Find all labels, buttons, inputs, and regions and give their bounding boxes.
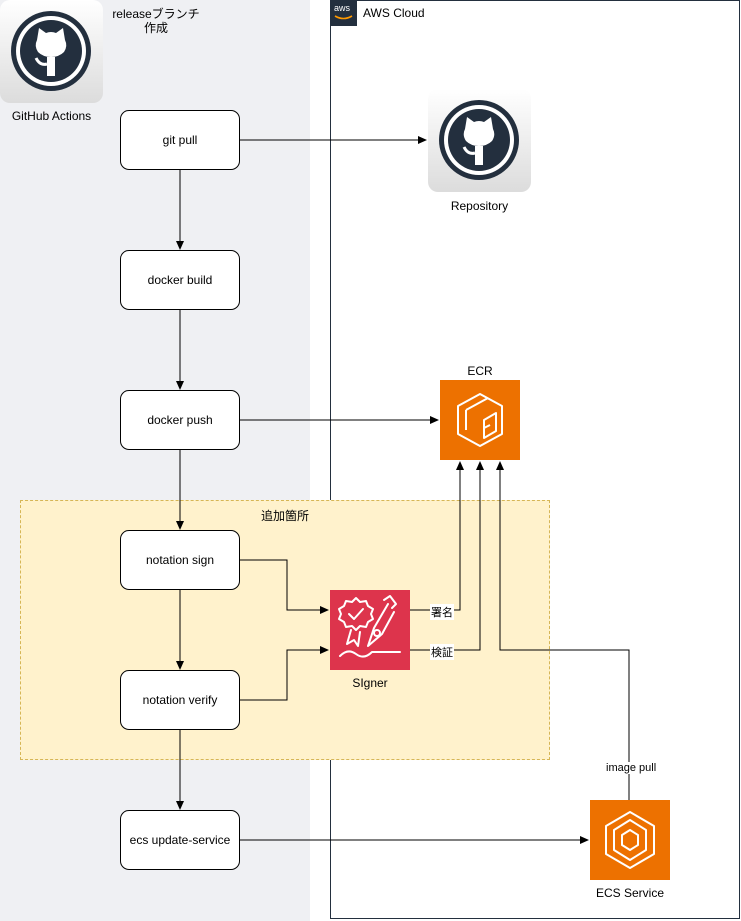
edge-verify-to-signer <box>240 646 329 701</box>
edge-ecs-pull-to-ecr <box>496 461 630 800</box>
ecr-label: ECR <box>467 364 493 378</box>
edge-signer-sign-to-ecr <box>410 461 464 611</box>
lane-title: releaseブランチ 作成 <box>112 7 200 35</box>
repository-label: Repository <box>450 199 509 213</box>
aws-cloud-group <box>330 0 740 919</box>
edge-label-verify: 検証 <box>430 644 454 660</box>
github-actions-icon <box>0 0 103 103</box>
added-section-title: 追加箇所 <box>260 509 309 523</box>
repository-icon <box>428 89 531 192</box>
signer-icon[interactable] <box>330 590 410 670</box>
signer-label: SIgner <box>352 676 388 690</box>
step-notation-verify[interactable]: notation verify <box>120 670 240 730</box>
aws-cloud-title: AWS Cloud <box>363 6 425 20</box>
step-docker-push[interactable]: docker push <box>120 390 240 450</box>
step-notation-sign[interactable]: notation sign <box>120 530 240 590</box>
ecs-icon[interactable] <box>590 800 670 880</box>
edge-signer-verify-to-ecr <box>410 461 484 651</box>
edge-label-sign: 署名 <box>430 604 454 620</box>
step-git-pull[interactable]: git pull <box>120 110 240 170</box>
edge-label-image-pull: image pull <box>605 762 658 774</box>
step-docker-build[interactable]: docker build <box>120 250 240 310</box>
ecs-service-label: ECS Service <box>595 886 665 900</box>
edge-sign-to-signer <box>240 559 329 614</box>
added-section <box>20 500 550 760</box>
github-actions-label: GitHub Actions <box>11 109 92 123</box>
ecr-icon[interactable] <box>440 380 520 460</box>
aws-logo-icon: aws <box>330 0 357 26</box>
step-ecs-update-service[interactable]: ecs update-service <box>120 810 240 870</box>
